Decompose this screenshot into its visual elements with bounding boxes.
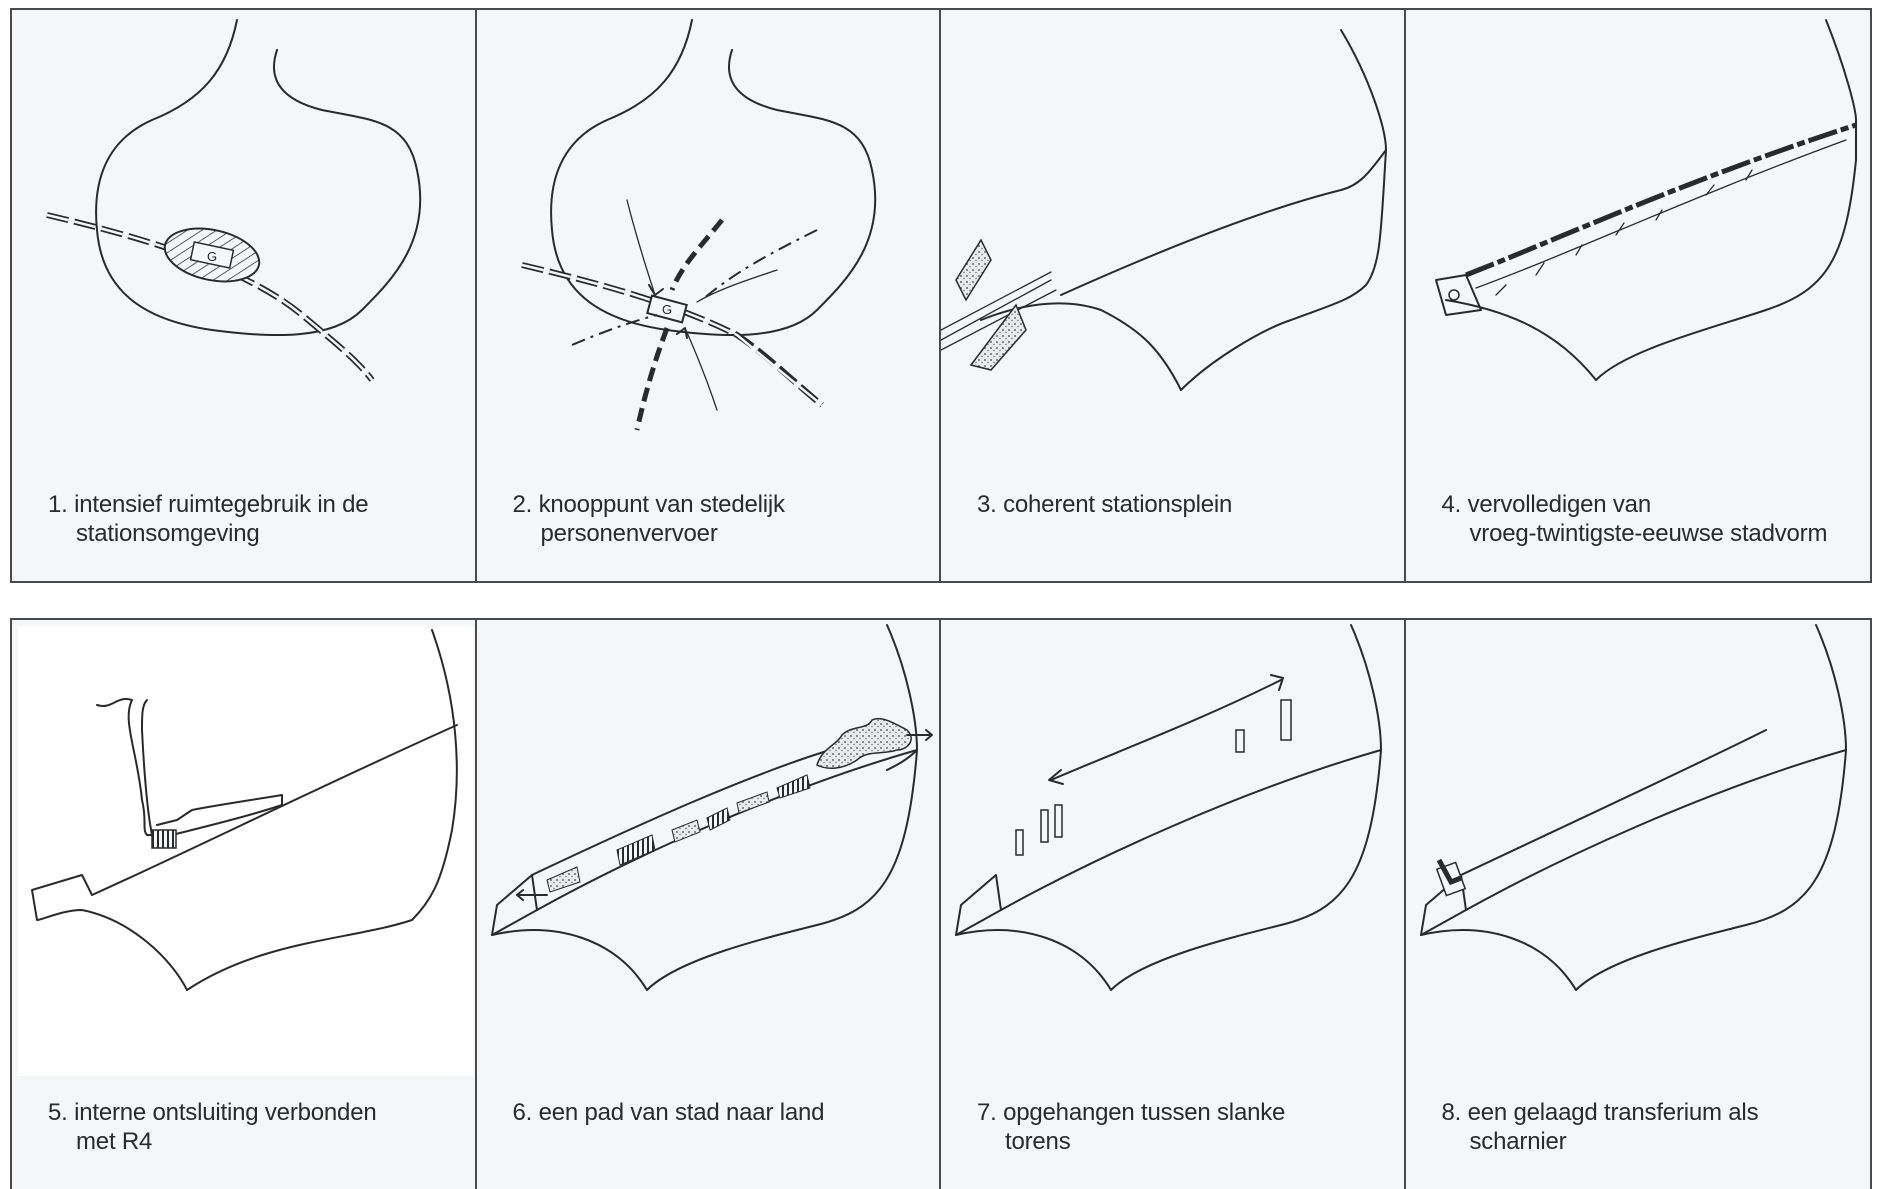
internal-road	[97, 699, 152, 835]
caption-8: 8. een gelaagd transferium als scharnier	[1442, 1098, 1759, 1156]
tower	[1041, 810, 1048, 842]
tower	[1055, 805, 1062, 837]
panel-5-sketch	[12, 620, 477, 1080]
station-label: G	[207, 249, 217, 264]
station-label: G	[661, 302, 671, 317]
panel-6-sketch	[477, 620, 942, 1080]
r4-connection	[152, 830, 176, 848]
city-boundary	[956, 625, 1381, 990]
city-boundary	[1421, 625, 1846, 990]
panel-3: 3. coherent stationsplein	[941, 10, 1406, 581]
panel-7-sketch	[941, 620, 1406, 1080]
panel-4: 4. vervolledigen van vroeg-twintigste-ee…	[1406, 10, 1871, 581]
caption-2: 2. knooppunt van stedelijk personenvervo…	[513, 490, 785, 548]
railway-line	[522, 265, 822, 405]
panel-5: 5. interne ontsluiting verbonden met R4	[12, 620, 477, 1189]
caption-4: 4. vervolledigen van vroeg-twintigste-ee…	[1442, 490, 1828, 548]
caption-1: 1. intensief ruimtegebruik in de station…	[48, 490, 368, 548]
panel-6: 6. een pad van stad naar land	[477, 620, 942, 1189]
tower	[1016, 830, 1023, 855]
panel-1: G 1. intensief ruimtegebruik in de stati…	[12, 10, 477, 581]
sightline-arrow	[1051, 680, 1281, 780]
panel-2: G 2. knooppunt van stedelijk personenver…	[477, 10, 942, 581]
panel-8: 8. een gelaagd transferium als scharnier	[1406, 620, 1871, 1189]
transferium	[1436, 860, 1464, 896]
city-outline	[551, 20, 875, 335]
panel-4-sketch	[1406, 10, 1871, 470]
city-boundary	[1061, 30, 1386, 295]
caption-5: 5. interne ontsluiting verbonden met R4	[48, 1098, 377, 1156]
panel-3-sketch	[941, 10, 1406, 470]
panel-1-sketch: G	[12, 10, 477, 470]
station-square	[956, 240, 991, 300]
city-boundary	[32, 630, 457, 990]
station-building	[971, 305, 1026, 370]
caption-6: 6. een pad van stad naar land	[513, 1098, 825, 1127]
panel-7: 7. opgehangen tussen slanke torens	[941, 620, 1406, 1189]
top-row: G 1. intensief ruimtegebruik in de stati…	[10, 8, 1872, 583]
city-boundary-lower	[981, 150, 1386, 390]
caption-7: 7. opgehangen tussen slanke torens	[977, 1098, 1285, 1156]
tower	[1236, 730, 1244, 752]
panel-2-sketch: G	[477, 10, 942, 470]
caption-3: 3. coherent stationsplein	[977, 490, 1232, 519]
city-boundary	[492, 625, 917, 990]
tower	[1281, 700, 1291, 740]
green-path	[817, 719, 911, 769]
bottom-row: 5. interne ontsluiting verbonden met R4 …	[10, 618, 1872, 1189]
panel-8-sketch	[1406, 620, 1871, 1080]
